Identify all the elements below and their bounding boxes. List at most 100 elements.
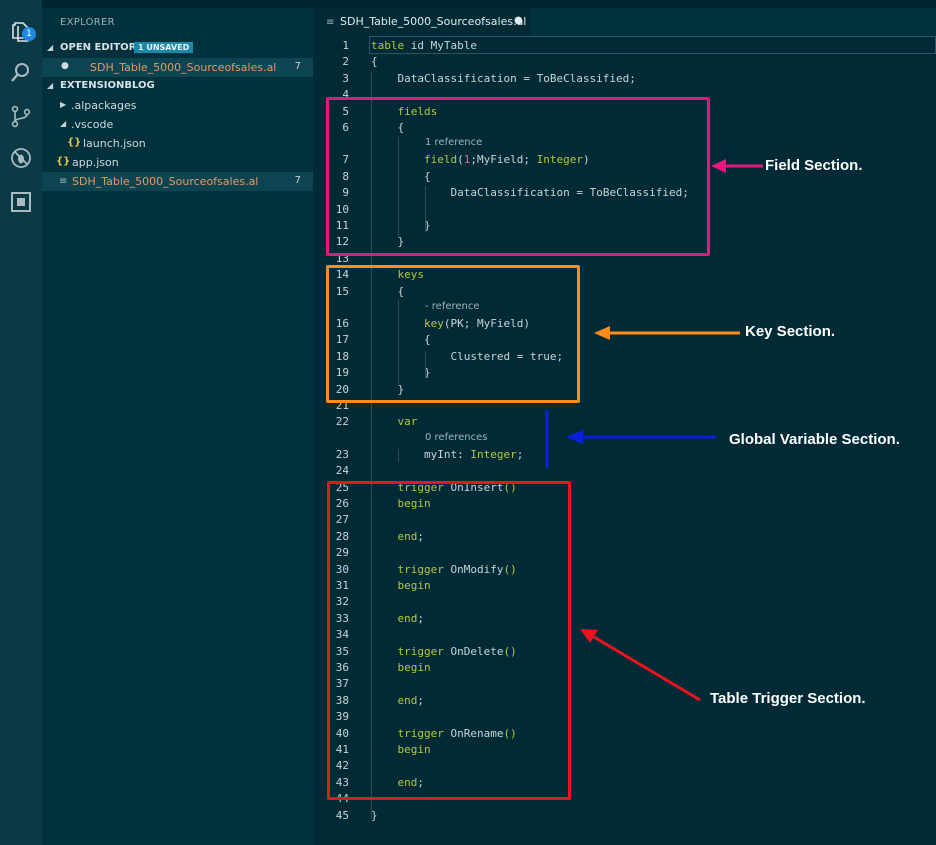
code-line[interactable]: 27 [313, 512, 936, 528]
code-line[interactable]: 8{ [313, 169, 936, 185]
code-text: end; [397, 611, 425, 625]
file-launch-json[interactable]: {} launch.json [42, 134, 313, 153]
file-sdh-table[interactable]: ≡ SDH_Table_5000_Sourceofsales.al 7 [42, 172, 313, 191]
field-section-box [326, 97, 710, 256]
code-line[interactable]: 42 [313, 758, 936, 774]
open-editor-file-label: SDH_Table_5000_Sourceofsales.al [90, 61, 277, 74]
open-editor-item[interactable]: ● SDH_Table_5000_Sourceofsales.al 7 [42, 58, 313, 77]
code-line[interactable]: 4 [313, 87, 936, 103]
codelens-reference-count[interactable]: 1 reference [425, 137, 483, 149]
folder-alpackages[interactable]: ▶ .alpackages [42, 96, 313, 115]
json-file-icon: {} [56, 156, 71, 167]
line-number: 11 [335, 219, 349, 232]
code-line[interactable]: 19} [313, 365, 936, 381]
key-section-box [326, 265, 580, 403]
code-line[interactable]: 5 fields [313, 104, 936, 120]
project-header[interactable]: ◢ EXTENSIONBLOG [42, 77, 313, 96]
line-number: 12 [335, 235, 349, 249]
folder-label: .vscode [71, 118, 114, 131]
tab-sdh-table[interactable]: ≡ SDH_Table_5000_Sourceofsales.al ● [313, 8, 531, 36]
code-text: } [397, 235, 405, 249]
code-line[interactable]: 11} [313, 218, 936, 234]
code-text: table id MyTable [371, 39, 477, 52]
code-line[interactable]: 10 [313, 202, 936, 218]
code-line[interactable]: 34 [313, 627, 936, 643]
search-icon[interactable] [9, 60, 33, 84]
code-line[interactable]: 17{ [313, 332, 936, 348]
line-number: 3 [342, 71, 349, 85]
line-number: 6 [342, 121, 349, 134]
folder-vscode[interactable]: ◢ .vscode [42, 115, 313, 134]
global-variable-section-label: Global Variable Section. [729, 431, 900, 448]
line-number: 1 [342, 39, 349, 52]
code-text: } [424, 219, 431, 232]
chevron-right-icon: ▶ [60, 100, 67, 109]
code-text: begin [397, 661, 431, 674]
line-number: 15 [335, 284, 349, 298]
code-line[interactable]: 2{ [313, 54, 936, 70]
json-file-icon: {} [67, 137, 82, 148]
debug-icon[interactable] [9, 146, 33, 170]
open-editors-label: OPEN EDITORS [60, 42, 144, 53]
code-line[interactable]: 6{ [313, 120, 936, 136]
code-text: DataClassification = ToBeClassified; [450, 186, 689, 200]
code-line[interactable]: 1 table id MyTable [313, 38, 936, 54]
code-text: DataClassification = ToBeClassified; [397, 71, 636, 85]
source-control-icon[interactable] [9, 104, 33, 128]
code-line[interactable]: 32 [313, 594, 936, 610]
code-line[interactable]: 29 [313, 545, 936, 561]
code-line[interactable]: 15{ [313, 284, 936, 300]
dirty-indicator-icon[interactable]: ● [514, 15, 523, 26]
line-number: 28 [335, 529, 349, 543]
line-number: 32 [335, 595, 349, 609]
code-line[interactable]: 3 DataClassification = ToBeClassified; [313, 71, 936, 87]
extensions-icon[interactable] [9, 190, 33, 214]
line-number: 5 [342, 104, 349, 118]
code-text: key(PK; MyField) [424, 317, 530, 330]
code-text: } [424, 366, 431, 380]
code-line[interactable]: 39 [313, 709, 936, 725]
line-number: 31 [335, 579, 349, 592]
code-line[interactable]: 37 [313, 676, 936, 692]
code-line[interactable]: 12} [313, 234, 936, 250]
line-number: 20 [335, 382, 349, 396]
codelens-reference-count[interactable]: 0 references [425, 431, 488, 443]
line-number: 38 [335, 693, 349, 707]
code-text: fields [397, 104, 438, 118]
trigger-section-box [327, 481, 571, 800]
code-line[interactable]: 20} [313, 382, 936, 398]
code-line[interactable]: 36 begin [313, 660, 936, 676]
open-editors-header[interactable]: ◢ OPEN EDITORS 1 UNSAVED [42, 39, 313, 58]
line-number: 2 [342, 55, 349, 69]
code-text: Clustered = true; [450, 349, 564, 363]
file-app-json[interactable]: {} app.json [42, 153, 313, 172]
activity-bar: 1 [0, 0, 42, 845]
line-number: 43 [335, 775, 349, 789]
tab-label: SDH_Table_5000_Sourceofsales.al [340, 15, 527, 28]
code-line[interactable]: 45} [313, 808, 936, 824]
line-number: 36 [335, 661, 349, 674]
code-text: var [397, 415, 418, 429]
code-line[interactable]: 24 [313, 463, 936, 479]
codelens-reference-count[interactable]: - reference [425, 301, 480, 312]
field-section-label: Field Section. [765, 157, 863, 174]
line-number: 24 [335, 464, 349, 478]
